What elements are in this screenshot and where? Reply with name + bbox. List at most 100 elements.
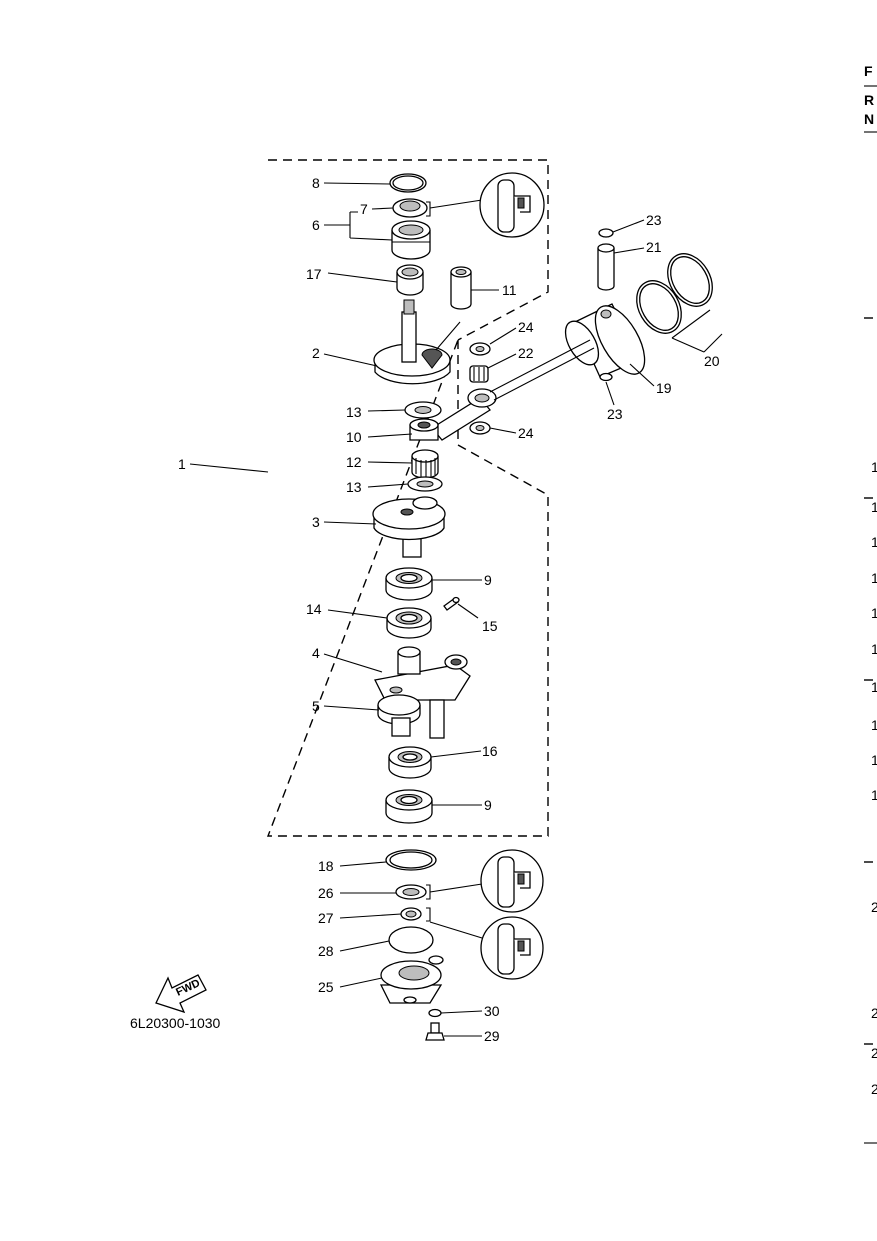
callout-10[interactable]: 10 — [346, 429, 362, 445]
callout-23b[interactable]: 23 — [607, 406, 623, 422]
part-13a-washer[interactable] — [404, 401, 442, 419]
part-9a-ball-bearing[interactable] — [385, 567, 433, 601]
callout-29[interactable]: 29 — [484, 1028, 500, 1044]
callout-8[interactable]: 8 — [312, 175, 320, 191]
callout-2[interactable]: 2 — [312, 345, 320, 361]
callout-5[interactable]: 5 — [312, 698, 320, 714]
edge-mark-12: 2 — [871, 1045, 877, 1061]
leader-line-21 — [613, 247, 645, 254]
callout-9b[interactable]: 9 — [484, 797, 492, 813]
part-30-washer[interactable] — [428, 1008, 442, 1018]
part-10-connecting-rod[interactable] — [409, 388, 497, 441]
part-2-crank-upper[interactable] — [373, 299, 461, 385]
part-17-bearing[interactable] — [396, 264, 424, 296]
leader-line-2 — [323, 353, 378, 367]
callout-25[interactable]: 25 — [318, 979, 334, 995]
leader-line-6 — [324, 211, 393, 241]
leader-lines — [189, 182, 723, 1037]
callout-13b[interactable]: 13 — [346, 479, 362, 495]
callout-14[interactable]: 14 — [306, 601, 322, 617]
edge-mark-11: 2 — [871, 1005, 877, 1021]
callout-6[interactable]: 6 — [312, 217, 320, 233]
part-27-oil-seal[interactable] — [400, 907, 422, 921]
part-28-gasket[interactable] — [388, 926, 434, 954]
callout-1[interactable]: 1 — [178, 456, 186, 472]
part-5-crank-journal[interactable] — [377, 694, 445, 739]
edge-mark-5: 1 — [871, 641, 877, 657]
edge-header-2: R — [864, 92, 874, 108]
callout-28[interactable]: 28 — [318, 943, 334, 959]
callout-22[interactable]: 22 — [518, 345, 534, 361]
part-16-oil-seal[interactable] — [388, 746, 432, 779]
part-11-pin[interactable] — [450, 266, 472, 310]
crankshaft-assembly-boundary — [266, 159, 549, 837]
leader-line-23a — [612, 219, 645, 233]
part-9b-ball-bearing[interactable] — [385, 789, 433, 824]
callout-3[interactable]: 3 — [312, 514, 320, 530]
leader-line-27 — [339, 913, 402, 919]
part-24a-washer[interactable] — [469, 342, 491, 356]
callout-13a[interactable]: 13 — [346, 404, 362, 420]
leader-line-28 — [339, 940, 390, 952]
leader-line-18 — [339, 861, 387, 867]
callout-4[interactable]: 4 — [312, 645, 320, 661]
part-8-o-ring[interactable] — [389, 173, 427, 193]
part-26-oil-seal[interactable] — [395, 884, 427, 900]
leader-line-8 — [323, 182, 391, 185]
part-3-crank-middle[interactable] — [372, 496, 446, 558]
part-12-needle-bearing[interactable] — [411, 449, 439, 479]
part-13b-washer[interactable] — [407, 476, 443, 492]
part-23a-clip[interactable] — [598, 228, 614, 238]
callout-7[interactable]: 7 — [360, 201, 368, 217]
callout-16[interactable]: 16 — [482, 743, 498, 759]
callout-20[interactable]: 20 — [704, 353, 720, 369]
leader-line-12 — [367, 461, 413, 464]
callout-26[interactable]: 26 — [318, 885, 334, 901]
leader-line-25 — [339, 977, 383, 988]
edge-mark-1: 1 — [871, 499, 877, 515]
callout-12[interactable]: 12 — [346, 454, 362, 470]
leader-line-14 — [327, 609, 388, 619]
leader-line-10 — [367, 433, 413, 438]
part-21-piston-pin[interactable] — [597, 243, 615, 291]
leader-line-22 — [487, 353, 517, 369]
part-6-housing[interactable] — [391, 220, 431, 260]
part-19-piston[interactable] — [559, 298, 655, 382]
callout-30[interactable]: 30 — [484, 1003, 500, 1019]
leader-line-17 — [327, 272, 398, 283]
edge-mark-0: 1 — [871, 459, 877, 475]
callout-9a[interactable]: 9 — [484, 572, 492, 588]
edge-mark-10: 2 — [871, 899, 877, 915]
edge-mark-6: 1 — [871, 679, 877, 695]
callout-11[interactable]: 11 — [502, 282, 517, 298]
leader-line-3 — [323, 521, 377, 525]
part-15-dowel-pin[interactable] — [443, 596, 460, 611]
callout-19[interactable]: 19 — [656, 380, 672, 396]
part-24b-washer[interactable] — [469, 421, 491, 435]
edge-mark-9: 1 — [871, 787, 877, 803]
callout-27[interactable]: 27 — [318, 910, 334, 926]
part-14-seal[interactable] — [386, 607, 432, 639]
part-7-oil-seal[interactable] — [392, 198, 428, 218]
part-20-piston-rings[interactable] — [628, 246, 722, 341]
callout-21[interactable]: 21 — [646, 239, 662, 255]
part-22-bearing[interactable] — [469, 365, 489, 383]
fwd-arrow-icon: FWD — [155, 974, 207, 1014]
callout-18[interactable]: 18 — [318, 858, 334, 874]
part-4-crank-lower[interactable] — [374, 646, 471, 701]
leader-line-19 — [629, 363, 655, 387]
callout-24a[interactable]: 24 — [518, 319, 534, 335]
part-18-o-ring[interactable] — [385, 849, 437, 871]
edge-mark-3: 1 — [871, 570, 877, 586]
part-25-cap[interactable] — [379, 955, 444, 1004]
leader-line-13a — [367, 409, 406, 412]
callout-23a[interactable]: 23 — [646, 212, 662, 228]
callout-24b[interactable]: 24 — [518, 425, 534, 441]
part-29-bolt[interactable] — [425, 1022, 445, 1041]
callout-17[interactable]: 17 — [306, 266, 322, 282]
edge-mark-4: 1 — [871, 605, 877, 621]
callout-15[interactable]: 15 — [482, 618, 498, 634]
part-23b-clip[interactable] — [599, 372, 613, 382]
